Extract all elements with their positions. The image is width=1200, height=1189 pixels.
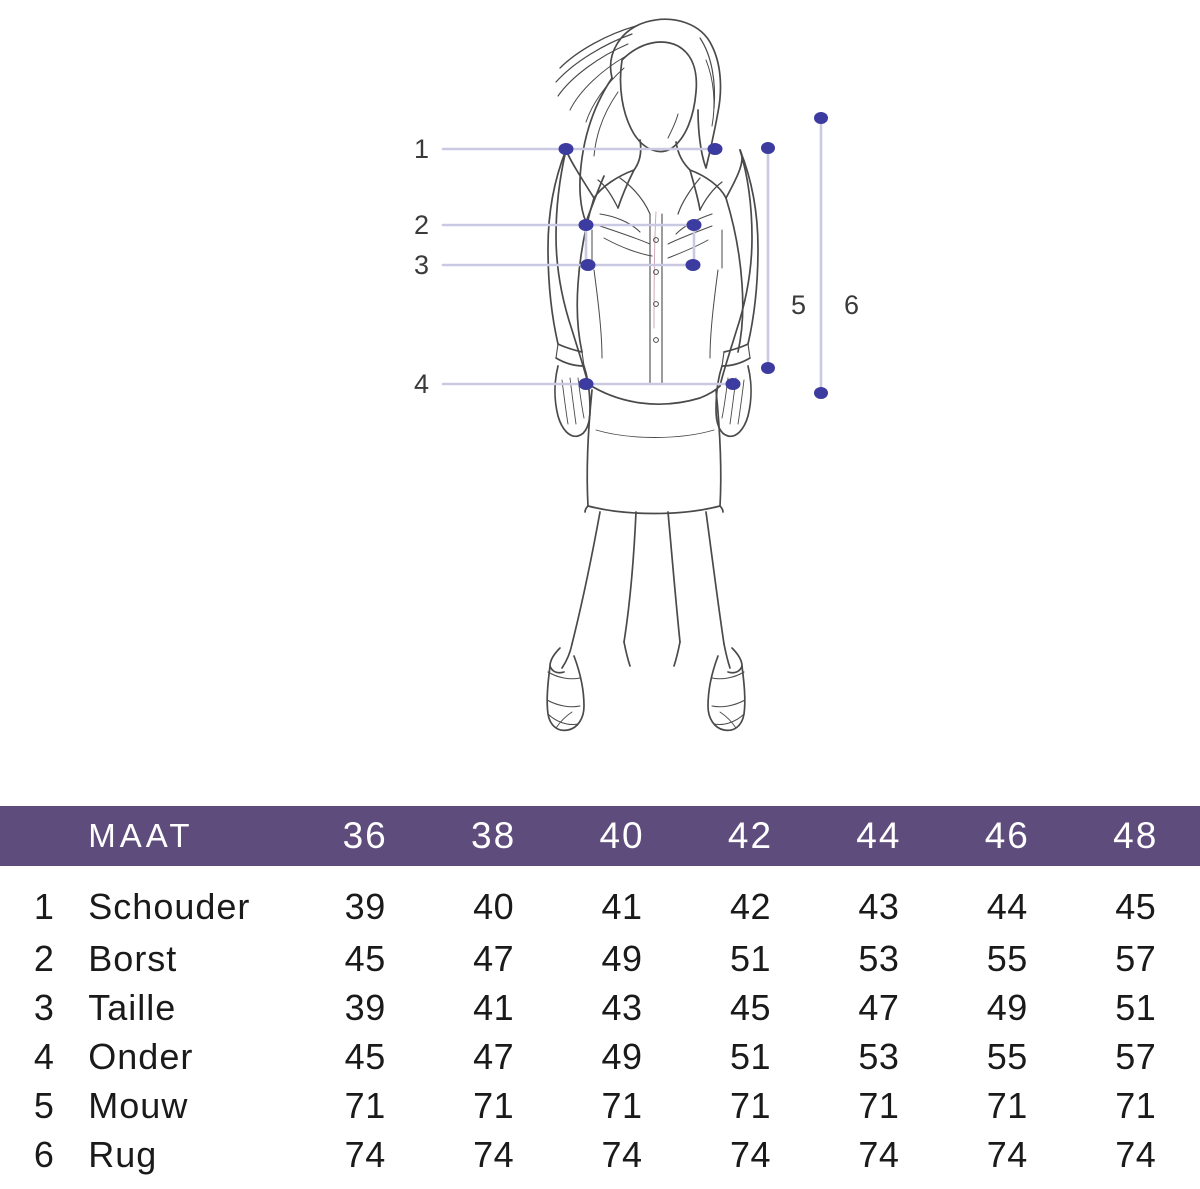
size-chart-table: MAAT 36 38 40 42 44 46 48 1 Schouder 39 …: [0, 806, 1200, 1179]
cell-size-48: 57: [1115, 938, 1157, 979]
measurement-lines: [441, 116, 823, 395]
figure-sketch: [441, 18, 828, 732]
header-size-42: 42: [727, 815, 774, 856]
cell-size-38: 41: [473, 987, 515, 1028]
header-row: MAAT 36 38 40 42 44 46 48: [0, 806, 1200, 866]
table-row: 2 Borst 45 47 49 51 53 55 57: [0, 934, 1200, 983]
cell-size-44: 43: [858, 885, 900, 927]
cell-size-48: 45: [1115, 885, 1157, 927]
row-measure-name: Taille: [88, 987, 177, 1028]
marker-label-1: 1: [414, 134, 430, 164]
cell-size-46: 71: [986, 1085, 1028, 1126]
cell-size-40: 49: [601, 1036, 643, 1077]
cell-size-36: 71: [344, 1085, 386, 1126]
cell-size-48: 74: [1115, 1134, 1157, 1175]
cell-size-46: 55: [986, 938, 1028, 979]
cell-size-46: 55: [986, 1036, 1028, 1077]
row-measure-name: Schouder: [88, 885, 251, 927]
marker-label-4: 4: [414, 369, 430, 399]
row-measure-name: Rug: [88, 1134, 158, 1175]
cell-size-42: 45: [729, 987, 771, 1028]
marker-label-6: 6: [844, 290, 860, 320]
sizes-table: MAAT 36 38 40 42 44 46 48 1 Schouder 39 …: [0, 806, 1200, 1179]
cell-size-42: 42: [729, 885, 771, 927]
cell-size-36: 39: [344, 987, 386, 1028]
cell-size-36: 45: [344, 1036, 386, 1077]
row-number: 5: [33, 1085, 55, 1126]
header-size-38: 38: [471, 815, 517, 856]
table-header: MAAT 36 38 40 42 44 46 48: [0, 806, 1200, 866]
cell-size-38: 40: [473, 885, 515, 927]
cell-size-46: 49: [986, 987, 1028, 1028]
table-row: 1 Schouder 39 40 41 42 43 44 45: [0, 866, 1200, 934]
header-maat-label: MAAT: [88, 817, 194, 854]
cell-size-42: 51: [729, 1036, 771, 1077]
cell-size-44: 74: [858, 1134, 900, 1175]
row-measure-name: Borst: [88, 938, 178, 979]
cell-size-36: 39: [344, 885, 386, 927]
row-measure-name: Mouw: [88, 1085, 189, 1126]
table-body: 1 Schouder 39 40 41 42 43 44 45 2 Borst …: [0, 866, 1200, 1179]
cell-size-48: 57: [1115, 1036, 1157, 1077]
marker-label-3: 3: [414, 250, 430, 280]
row-number: 2: [33, 938, 55, 979]
measurement-dots: [558, 112, 828, 399]
cell-size-46: 74: [986, 1134, 1028, 1175]
cell-size-40: 43: [601, 987, 643, 1028]
cell-size-38: 71: [473, 1085, 515, 1126]
table-row: 5 Mouw 71 71 71 71 71 71 71: [0, 1081, 1200, 1130]
marker-label-5: 5: [791, 290, 807, 320]
cell-size-36: 45: [344, 938, 386, 979]
table-row: 3 Taille 39 41 43 45 47 49 51: [0, 983, 1200, 1032]
cell-size-42: 71: [729, 1085, 771, 1126]
cell-size-48: 51: [1115, 987, 1157, 1028]
cell-size-40: 71: [601, 1085, 643, 1126]
cell-size-44: 53: [858, 938, 900, 979]
header-size-46: 46: [984, 815, 1030, 856]
cell-size-44: 47: [858, 987, 900, 1028]
table-row: 6 Rug 74 74 74 74 74 74 74: [0, 1130, 1200, 1179]
cell-size-36: 74: [344, 1134, 386, 1175]
row-number: 4: [33, 1036, 55, 1077]
row-number: 6: [33, 1134, 55, 1175]
header-number-col: [0, 806, 88, 866]
cell-size-44: 53: [858, 1036, 900, 1077]
header-size-48: 48: [1113, 815, 1159, 856]
header-size-36: 36: [342, 815, 388, 856]
cell-size-40: 74: [601, 1134, 643, 1175]
measurement-illustration: 1 2 3 4 5 6: [414, 18, 860, 732]
cell-size-42: 74: [729, 1134, 771, 1175]
cell-size-48: 71: [1115, 1085, 1157, 1126]
cell-size-44: 71: [858, 1085, 900, 1126]
cell-size-38: 47: [473, 1036, 515, 1077]
cell-size-42: 51: [729, 938, 771, 979]
cell-size-40: 41: [601, 885, 643, 927]
row-number: 1: [33, 885, 55, 927]
row-measure-name: Onder: [88, 1036, 194, 1077]
cell-size-38: 74: [473, 1134, 515, 1175]
cell-size-40: 49: [601, 938, 643, 979]
header-size-40: 40: [599, 815, 645, 856]
table-row: 4 Onder 45 47 49 51 53 55 57: [0, 1032, 1200, 1081]
header-size-44: 44: [856, 815, 902, 856]
cell-size-38: 47: [473, 938, 515, 979]
cell-size-46: 44: [986, 885, 1028, 927]
row-number: 3: [33, 987, 55, 1028]
marker-label-2: 2: [414, 210, 430, 240]
